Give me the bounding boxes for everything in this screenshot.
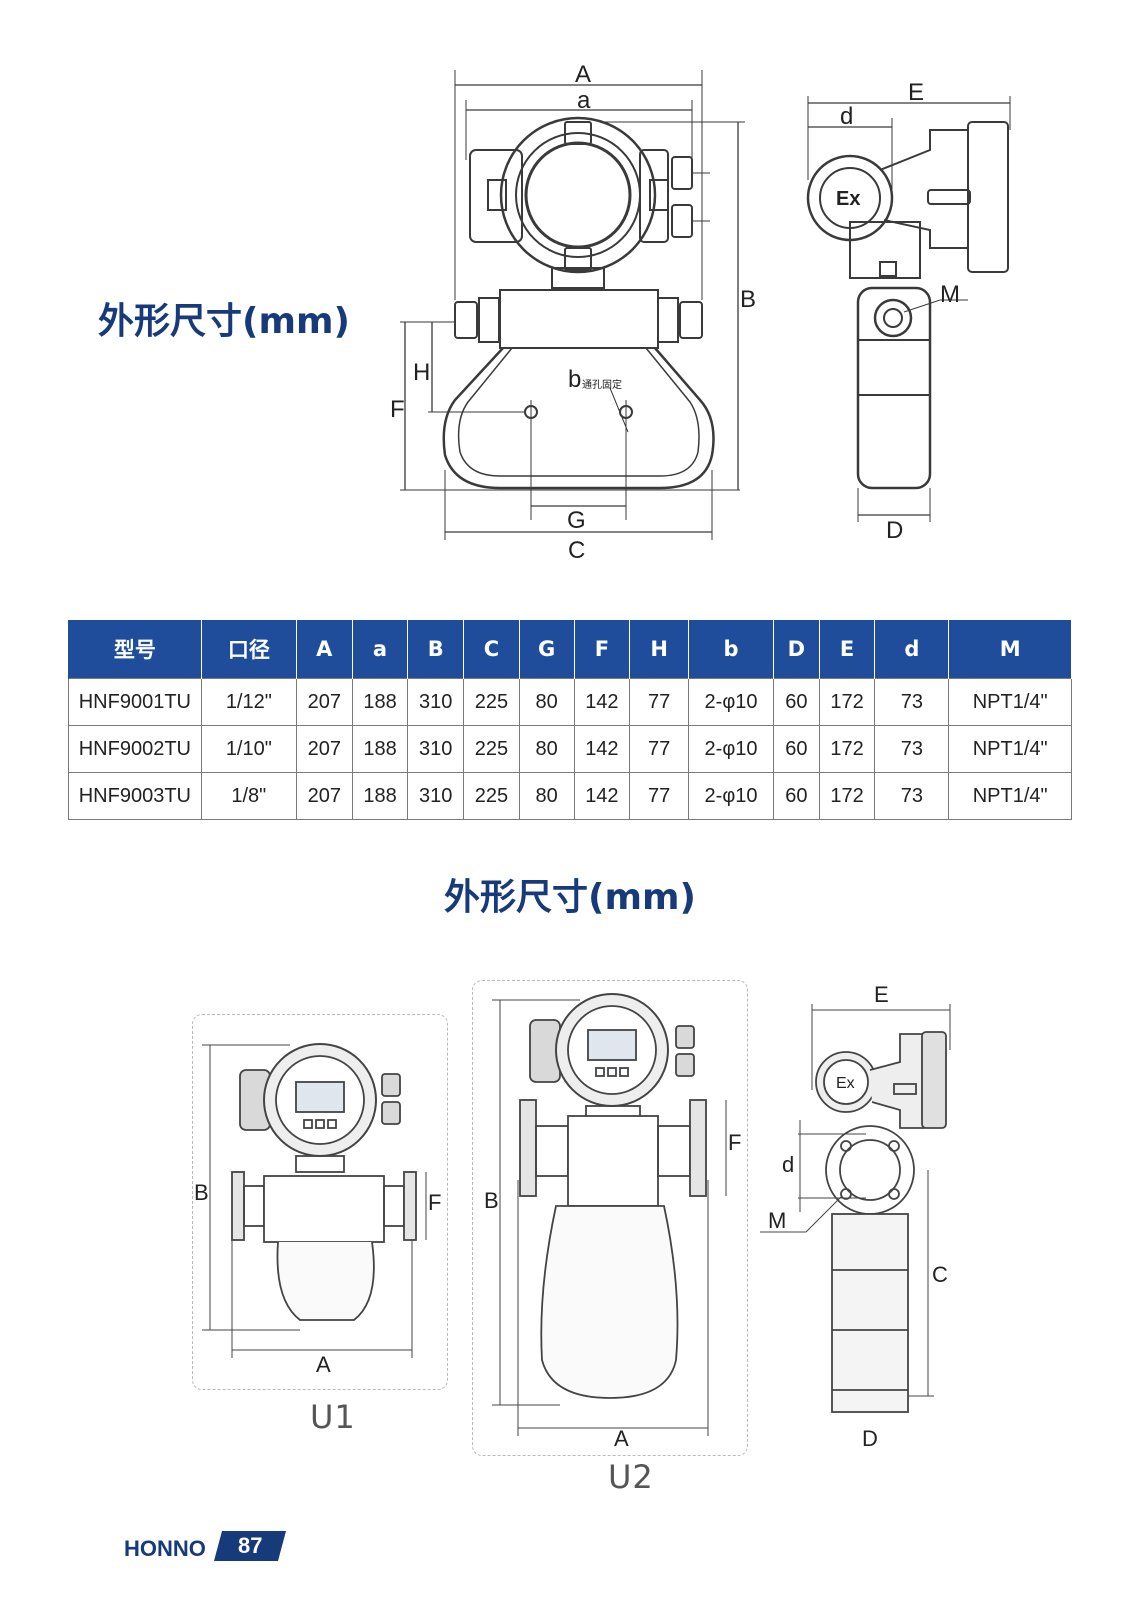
table-cell: 142 — [573, 725, 631, 773]
table-cell: 207 — [295, 725, 353, 773]
col-header: D — [773, 620, 820, 679]
dimension-drawing-front-side: A a B H F b 通孔固定 G C E d M D Ex — [390, 61, 1011, 564]
table-cell: NPT1/4" — [948, 678, 1072, 726]
dim-label-C: C — [568, 537, 585, 564]
col-header: F — [573, 620, 631, 679]
table-cell: 77 — [629, 678, 689, 726]
u1-dim-B: B — [194, 1180, 209, 1205]
table-cell: 1/10" — [200, 725, 297, 773]
u2-dim-B: B — [484, 1188, 499, 1213]
table-cell: 60 — [773, 678, 820, 726]
table-cell: 60 — [773, 725, 820, 773]
col-header: E — [818, 620, 876, 679]
table-cell: 172 — [818, 678, 876, 726]
dimension-drawing-variants: B F A B F A E d M C D Ex — [194, 982, 951, 1451]
table-cell: 172 — [818, 725, 876, 773]
table-cell: 77 — [629, 772, 689, 820]
ex-mark: Ex — [836, 188, 860, 210]
dim-label-A: A — [575, 61, 591, 88]
dim-label-a: a — [577, 87, 591, 114]
dim-label-M: M — [940, 281, 960, 308]
table-cell: 310 — [407, 678, 465, 726]
table-cell: 60 — [773, 772, 820, 820]
table-cell: NPT1/4" — [948, 772, 1072, 820]
col-header: 口径 — [200, 620, 297, 679]
table-cell: 73 — [874, 725, 950, 773]
table-cell: 310 — [407, 772, 465, 820]
table-cell: 225 — [463, 678, 520, 726]
table-header-row: 型号 口径 A a B C G F H b D E d M — [68, 620, 1072, 679]
dim-label-H: H — [413, 359, 430, 386]
u2-dim-A: A — [614, 1426, 629, 1451]
footer-brand: HONNO — [124, 1536, 206, 1561]
col-header: a — [351, 620, 409, 679]
table-cell: 142 — [573, 772, 631, 820]
table-cell: 225 — [463, 772, 520, 820]
table-cell: 1/12" — [200, 678, 297, 726]
section-title-dimensions-2: 外形尺寸(mm) — [444, 877, 696, 918]
side-ex-mark: Ex — [836, 1075, 855, 1092]
side-dim-d: d — [782, 1152, 794, 1177]
dim-label-E: E — [908, 79, 924, 106]
col-header: G — [518, 620, 575, 679]
table-cell: 142 — [573, 678, 631, 726]
side-dim-E: E — [874, 982, 889, 1007]
dim-label-F: F — [390, 396, 405, 423]
side-dim-M: M — [768, 1208, 786, 1233]
dim-label-B: B — [740, 286, 756, 313]
u1-dim-A: A — [316, 1352, 331, 1377]
variant-label-u2: U2 — [608, 1458, 654, 1496]
table-cell: HNF9003TU — [68, 772, 202, 820]
table-cell: 2-φ10 — [687, 678, 775, 726]
col-header: A — [295, 620, 353, 679]
table-cell: 172 — [818, 772, 876, 820]
col-header: M — [948, 620, 1072, 679]
table-cell: 207 — [295, 772, 353, 820]
side-dim-D: D — [862, 1426, 878, 1451]
table-cell: 2-φ10 — [687, 725, 775, 773]
col-header: 型号 — [68, 620, 202, 679]
table-cell: 73 — [874, 772, 950, 820]
table-cell: 225 — [463, 725, 520, 773]
dim-label-b-note: 通孔固定 — [582, 378, 622, 391]
dim-label-b: b — [568, 366, 581, 393]
col-header: b — [687, 620, 775, 679]
table-row: HNF9002TU 1/10" 207 188 310 225 80 142 7… — [68, 725, 1072, 773]
table-cell: 310 — [407, 725, 465, 773]
col-header: C — [463, 620, 520, 679]
variant-frame-u1 — [192, 1014, 448, 1390]
table-cell: 1/8" — [200, 772, 297, 820]
table-cell: 80 — [518, 678, 575, 726]
table-cell: 188 — [351, 772, 409, 820]
table-cell: 188 — [351, 725, 409, 773]
table-row: HNF9003TU 1/8" 207 188 310 225 80 142 77… — [68, 772, 1072, 820]
table-cell: 2-φ10 — [687, 772, 775, 820]
table-cell: HNF9002TU — [68, 725, 202, 773]
side-dim-C: C — [932, 1262, 948, 1287]
u2-dim-F: F — [728, 1130, 741, 1155]
table-cell: 77 — [629, 725, 689, 773]
table-cell: NPT1/4" — [948, 725, 1072, 773]
page-number: 87 — [237, 1533, 263, 1558]
u1-dim-F: F — [428, 1190, 441, 1215]
table-cell: 207 — [295, 678, 353, 726]
variant-label-u1: U1 — [310, 1398, 356, 1436]
section-title-dimensions: 外形尺寸(mm) — [98, 301, 350, 342]
table-cell: 73 — [874, 678, 950, 726]
col-header: H — [629, 620, 689, 679]
dim-label-d: d — [840, 103, 853, 130]
col-header: B — [407, 620, 465, 679]
table-cell: 80 — [518, 725, 575, 773]
dim-label-G: G — [567, 507, 586, 534]
spec-table: 型号 口径 A a B C G F H b D E d M HNF9001TU … — [68, 620, 1072, 820]
table-cell: HNF9001TU — [68, 678, 202, 726]
page-number-badge: 87 — [213, 1531, 287, 1561]
table-cell: 188 — [351, 678, 409, 726]
col-header: d — [874, 620, 950, 679]
table-cell: 80 — [518, 772, 575, 820]
table-row: HNF9001TU 1/12" 207 188 310 225 80 142 7… — [68, 678, 1072, 726]
dim-label-D: D — [886, 517, 903, 544]
variant-frame-u2 — [472, 980, 748, 1456]
